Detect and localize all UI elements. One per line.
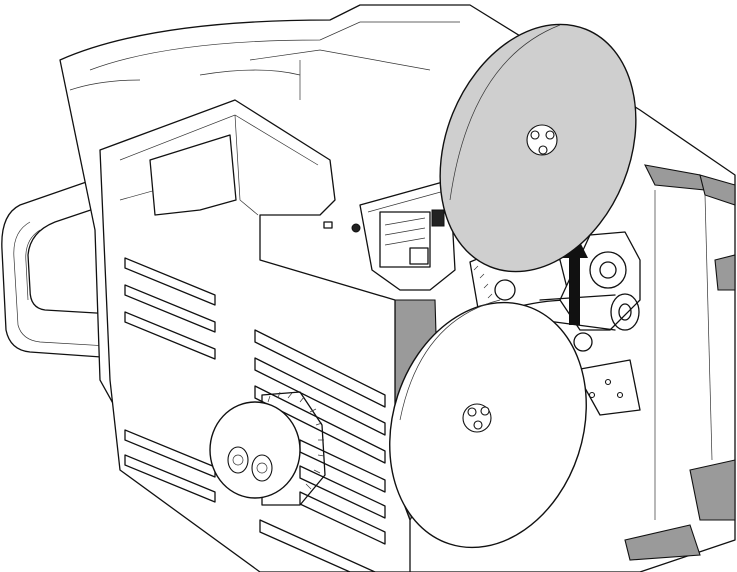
handle-loop — [1, 159, 216, 366]
disc-installed-icon — [389, 299, 587, 549]
cable-gland-icon — [209, 391, 326, 506]
vent-slats-left — [124, 257, 216, 503]
disc-removed-icon — [439, 23, 637, 273]
circuit-board-icon — [379, 211, 431, 268]
